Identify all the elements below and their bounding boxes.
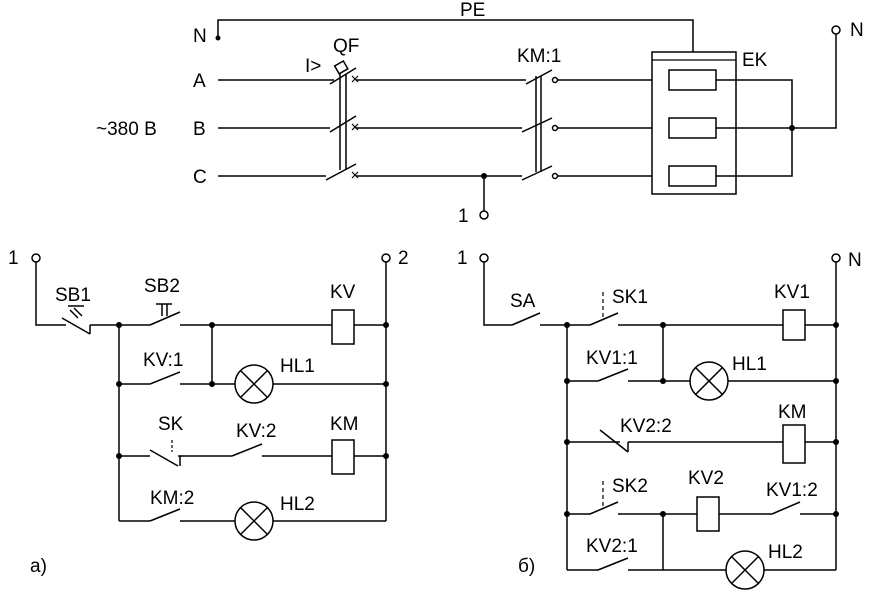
term-2-a (381, 253, 391, 263)
hl2-lamp (234, 501, 274, 541)
n-terminal-right (831, 25, 841, 35)
kv2-1-contact (597, 557, 629, 571)
sb2-label: SB2 (144, 276, 180, 297)
hl2-label-b: HL2 (768, 542, 803, 563)
phase-a-label: A (193, 71, 206, 92)
hl1-lamp-b (689, 361, 729, 401)
kv1-label: KV:1 (143, 350, 184, 371)
kv2-contact (231, 443, 263, 457)
control-circuit-a: 1 2 SB1 SB2 KV KV:1 HL1 SK KV:2 KM KM:2 … (8, 248, 409, 577)
hl1-lamp (234, 364, 274, 404)
voltage-label: ~380 В (96, 119, 157, 140)
km-coil-b (782, 424, 806, 464)
sk1-label: SK1 (612, 287, 648, 308)
kv-coil (331, 309, 355, 345)
pe-conductor (217, 19, 694, 52)
power-circuit: PE N A B C ~380 В I> QF KM:1 EK N 1 (96, 0, 864, 227)
km1-contactor (521, 69, 559, 181)
kv1-2-contact (771, 501, 801, 515)
sb1-button (61, 305, 91, 335)
sk2-label: SK2 (612, 476, 648, 497)
n-left-label: N (193, 26, 207, 47)
km2-contact (149, 508, 181, 522)
hl2-label: HL2 (280, 494, 315, 515)
sa-switch (511, 312, 541, 326)
caption-b: б) (518, 556, 535, 577)
heater-resistor-c (668, 165, 717, 187)
kv1-label-b: KV1 (774, 282, 810, 303)
km2-label: KM:2 (150, 488, 194, 509)
caption-a: а) (30, 556, 47, 577)
hl2-lamp-b (725, 550, 765, 590)
sa-label: SA (510, 291, 536, 312)
sk-contact (149, 449, 179, 467)
kv1-coil (782, 309, 806, 341)
heater-resistor-b (668, 117, 717, 139)
term-1-b (479, 253, 489, 263)
ek-heater (651, 25, 841, 195)
kv1-2-label: KV1:2 (766, 480, 818, 501)
term-1-b-label: 1 (457, 248, 468, 269)
sk1-contact (589, 312, 619, 326)
term-2-a-label: 2 (398, 248, 409, 269)
kv1-contact (149, 371, 181, 385)
km-label: KM (330, 414, 359, 435)
km1-label: KM:1 (517, 46, 561, 67)
overcurrent-label: I> (305, 56, 321, 77)
heater-resistor-a (668, 69, 717, 91)
kv1-1-contact (597, 368, 629, 382)
node-1-label: 1 (458, 206, 469, 227)
qf-label: QF (333, 36, 359, 57)
term-n-b-label: N (848, 250, 862, 271)
sk-label: SK (158, 414, 184, 435)
phase-c-label: C (193, 167, 207, 188)
kv2-1-label: KV2:1 (586, 536, 638, 557)
term-1-a-label: 1 (8, 248, 19, 269)
sb1-label: SB1 (55, 285, 91, 306)
phase-b-label: B (193, 119, 206, 140)
n-dot (215, 35, 221, 41)
kv1-1-label: KV1:1 (586, 348, 638, 369)
n-right-label: N (850, 20, 864, 41)
ek-label: EK (742, 50, 768, 71)
term-n-b (831, 253, 841, 263)
hl1-label: HL1 (280, 356, 315, 377)
pe-label: PE (460, 0, 485, 21)
sb2-button (149, 303, 181, 326)
kv2-2-label: KV2:2 (620, 416, 672, 437)
kv-label: KV (330, 282, 356, 303)
kv2-coil (696, 496, 720, 532)
control-circuit-b: 1 N SA SK1 KV1 KV1:1 HL1 KV2:2 KM SK2 KV… (457, 248, 862, 590)
km-label-b: KM (778, 402, 807, 423)
kv2-label: KV:2 (236, 421, 277, 442)
qf-breaker (325, 60, 359, 181)
kv2-label-b: KV2 (688, 468, 724, 489)
kv2-2-contact (599, 429, 629, 453)
hl1-label-b: HL1 (732, 354, 767, 375)
term-1-a (31, 253, 41, 263)
sk2-contact (589, 501, 619, 515)
km-coil (331, 439, 355, 475)
node-1-terminal (479, 210, 489, 220)
